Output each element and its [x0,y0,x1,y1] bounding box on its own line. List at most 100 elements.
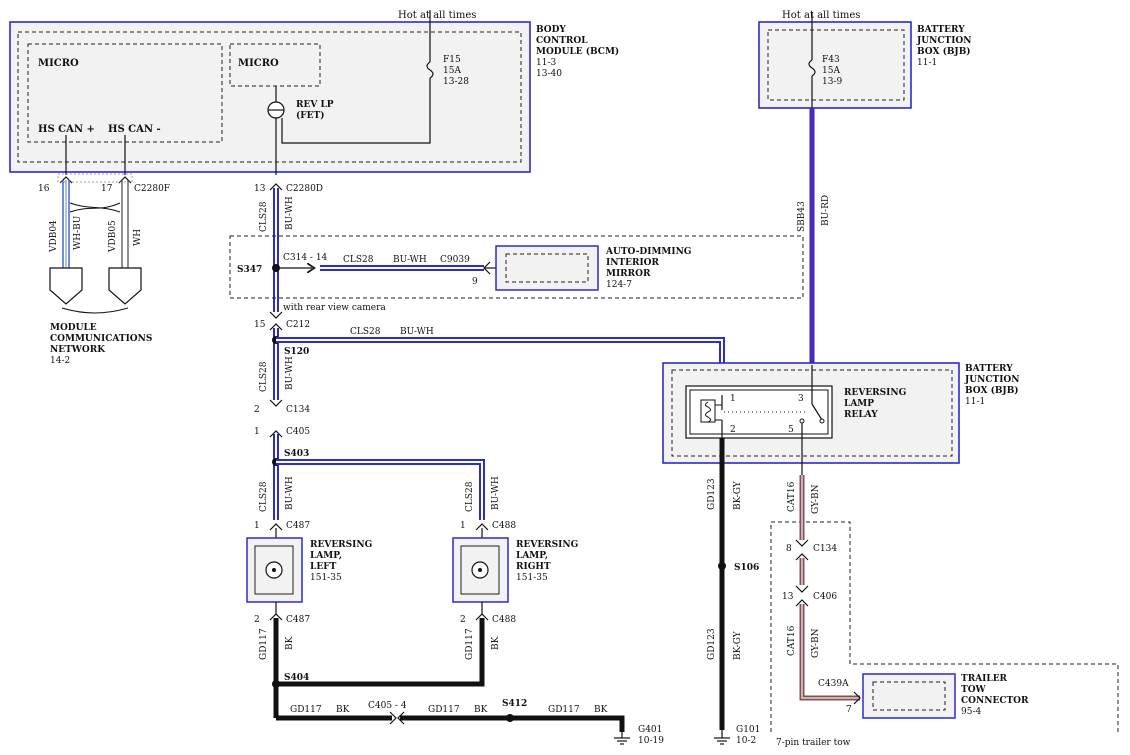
trailer-label-1: TOW [961,685,987,695]
s106-label: S106 [734,563,759,573]
f43-label-2: 13-9 [822,77,842,87]
c439a-label: C439A [818,679,849,689]
right-lamp-label-2: RIGHT [516,562,551,572]
f43-label-0: F43 [822,55,840,65]
bjb-top-label-2: BOX (BJB) [917,46,971,57]
buwh-label-4: BU-WH [491,476,501,510]
cat16-bottom-label: CAT16 [787,625,797,656]
c134-label: C134 [286,405,310,415]
gd117-left-label: GD117 [259,628,269,660]
trailer-note: 7-pin trailer tow [776,738,851,748]
relay-label-2: RELAY [844,410,878,420]
gybn-bottom-label: GY-BN [811,628,821,658]
bjb-relay-label-3: 11-1 [965,397,985,407]
trailer-c134-label: C134 [813,544,837,554]
c2280f-label: C2280F [134,184,170,194]
c488-label-top: C488 [492,521,516,531]
bcm-hot-label: Hot at all times [398,10,476,21]
mirror-label-1: INTERIOR [606,258,660,268]
bkgy-bottom-label: BK-GY [733,630,743,660]
f15-label-2: 13-28 [443,77,469,87]
trailer-label-3: 95-4 [961,707,981,717]
bjb-relay-label-2: BOX (BJB) [965,385,1019,396]
gybn-top-label: GY-BN [811,484,821,514]
s347-label: S347 [237,265,262,275]
rear-cam-label: with rear view camera [283,303,386,313]
mirror-label-3: 124-7 [606,280,632,290]
gd117-right-label: GD117 [465,628,475,660]
relay-pin-1: 1 [730,394,736,404]
c405-4-label: C405 - 4 [368,701,407,711]
rev-lp-label-1: (FET) [296,110,324,121]
left-lamp-label-2: LEFT [310,562,337,572]
bjb-top-label-3: 11-1 [917,58,937,68]
right-lamp-label-1: LAMP, [516,551,548,561]
rev-lamp-circuit [229,183,804,540]
rev-lp-label-0: REV LP [296,100,334,110]
bcm-label-1: CONTROL [536,36,588,46]
c405-label: C405 [286,427,310,437]
bcm-label-3: 11-3 [536,58,556,68]
c487-label-bottom: C487 [286,615,310,625]
left-lamp-label-0: REVERSING [310,540,372,550]
cls28-label-mirror: CLS28 [343,255,374,265]
bk-left-label: BK [285,636,295,650]
pin15-label: 15 [254,320,266,330]
g401-label-0: G401 [638,725,662,735]
micro-label-2: MICRO [238,58,279,69]
trailer-circuit [770,475,1119,732]
pin1-c405-label: 1 [254,427,260,437]
f15-label-0: F15 [443,55,461,65]
whbu-label: WH-BU [73,215,83,250]
cls28-label-1: CLS28 [259,201,269,232]
g101-label-0: G101 [736,725,760,735]
left-lamp-label-1: LAMP, [310,551,342,561]
right-lamp-label-3: 151-35 [516,573,548,583]
bcm-label-0: BODY [536,25,566,35]
buwh-label-3: BU-WH [285,476,295,510]
bjb-relay-label-0: BATTERY [965,364,1013,374]
sbb43-label: SBB43 [797,201,807,232]
c314-label: C314 - 14 [283,253,328,263]
cls28-label-4: CLS28 [465,481,475,512]
trailer-pin8-label: 8 [786,544,792,554]
trailer-label-2: CONNECTOR [961,696,1029,706]
bjb-relay-label-1: JUNCTION [964,375,1019,385]
buwh-label-2: BU-WH [285,356,295,390]
left-lamp-label-3: 151-35 [310,573,342,583]
network-label-2: NETWORK [50,345,106,355]
s404-label: S404 [284,673,309,683]
vdb04-label: VDB04 [49,220,59,253]
buwh-label-mirror: BU-WH [393,255,427,265]
micro-label-1: MICRO [38,58,79,69]
relay-pin-2: 2 [730,425,736,435]
relay-pin-3: 3 [798,394,804,404]
s412-label: S412 [502,699,527,709]
hs-can-plus-label: HS CAN + [38,124,95,135]
pin2-right-label: 2 [460,615,466,625]
pin1-c488-label: 1 [460,521,466,531]
hs-can-minus-label: HS CAN - [108,124,161,135]
s120-label: S120 [284,347,309,357]
buwh-label-1: BU-WH [285,196,295,230]
bk-right-label: BK [491,636,501,650]
bjb-top-label-0: BATTERY [917,25,965,35]
c488-label-bottom: C488 [492,615,516,625]
buwh-label-relay: BU-WH [400,327,434,337]
c9039-label: C9039 [440,255,470,265]
s403-label: S403 [284,449,309,459]
trailer-label-0: TRAILER [961,674,1008,684]
vdb05-label: VDB05 [108,220,118,253]
burd-label: BU-RD [821,195,831,226]
cls28-label-relay: CLS28 [350,327,381,337]
mirror-label-2: MIRROR [606,269,651,279]
network-label-0: MODULE [50,323,97,333]
cls28-label-3: CLS28 [259,481,269,512]
cls28-label-2: CLS28 [259,361,269,392]
f43-label-1: 15A [822,66,840,76]
wh-label: WH [133,229,143,246]
relay-label-0: REVERSING [844,388,906,398]
trailer-pin13-label: 13 [782,592,794,602]
reversing-lamps [246,537,630,745]
